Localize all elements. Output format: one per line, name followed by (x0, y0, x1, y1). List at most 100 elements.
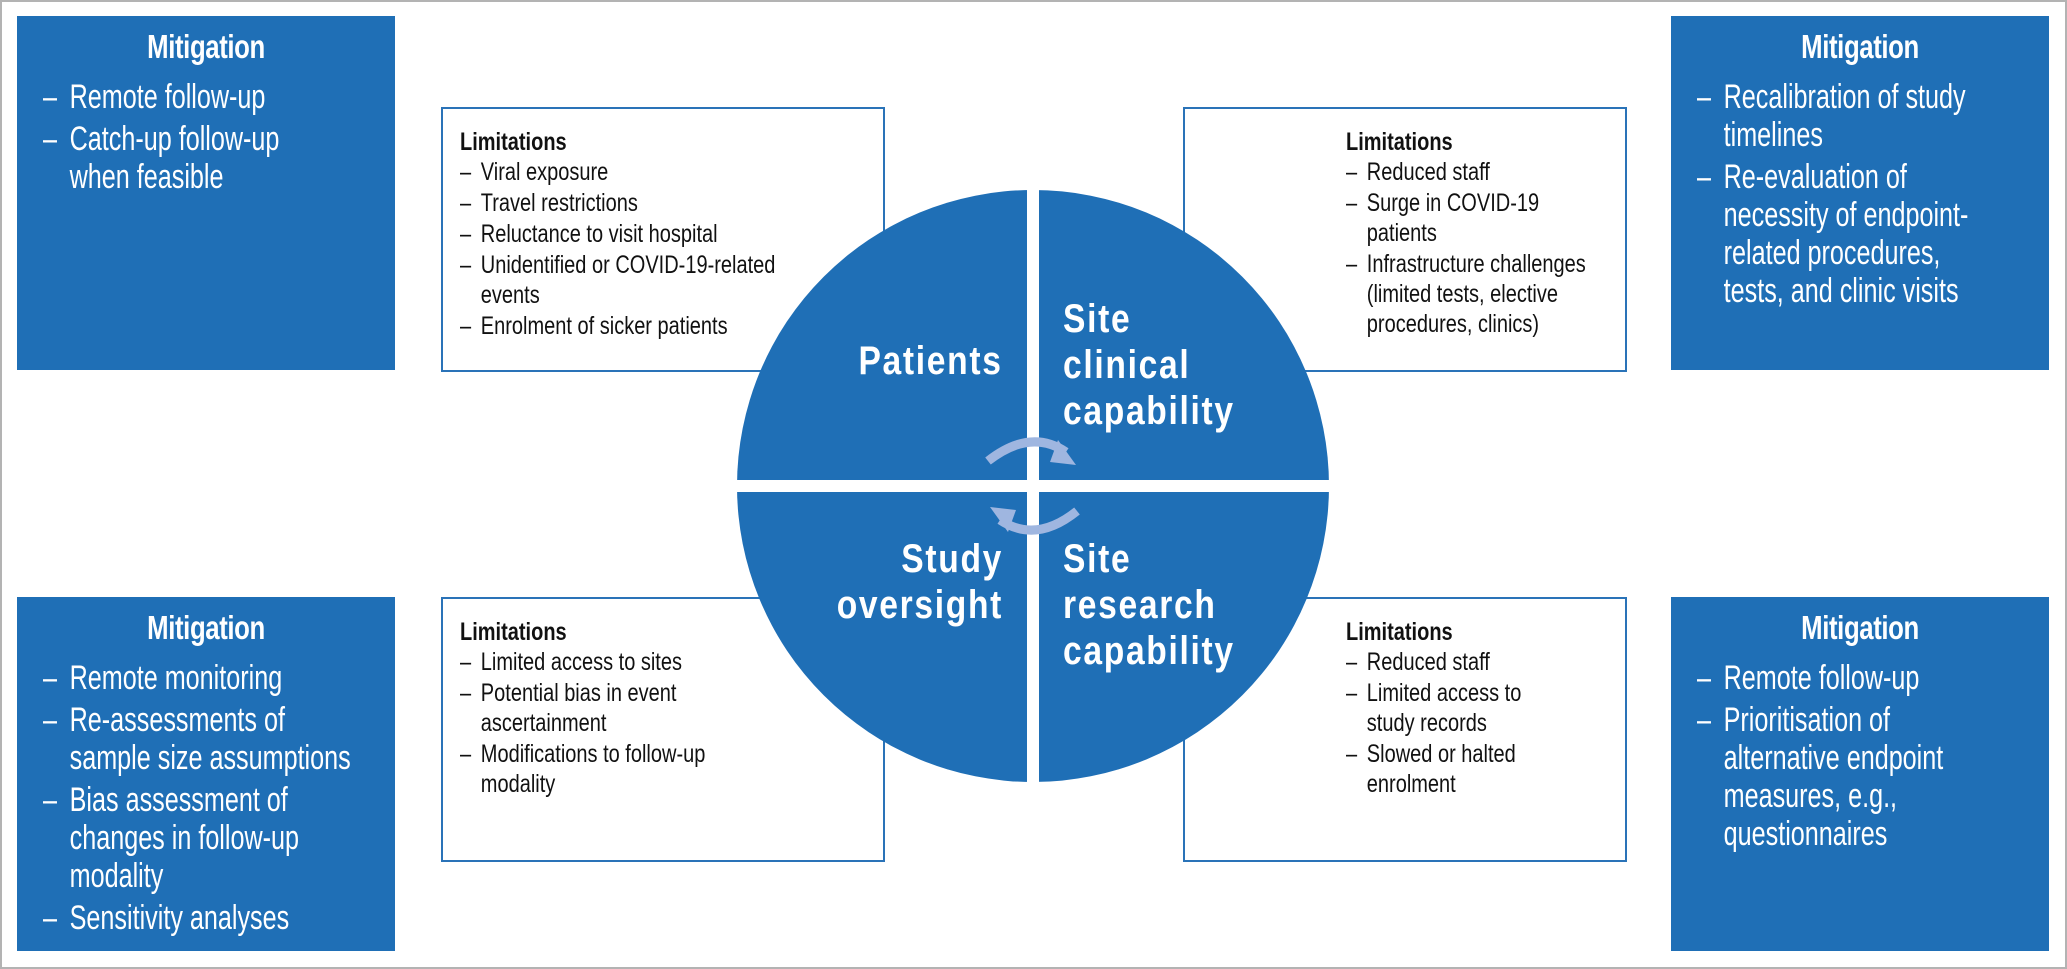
limitations-list: –Viral exposure–Travel restrictions–Relu… (460, 157, 828, 341)
limitations-title: Limitations (1346, 618, 1453, 646)
list-item-text: Remote monitoring (69, 659, 283, 697)
list-item-text: Viral exposure (480, 158, 609, 186)
bullet-dash: – (1346, 250, 1358, 278)
list-item: –Infrastructure challenges(limited tests… (1346, 249, 1714, 339)
list-item-text: Prioritisation of (1723, 701, 1891, 739)
list-item-text: Recalibration of study (1723, 78, 1966, 116)
quadrant-label-line: Study (901, 537, 1003, 581)
list-item-text: modality (480, 770, 556, 798)
list-item-text: sample size assumptions (69, 739, 351, 777)
bullet-dash: – (1346, 189, 1358, 217)
list-item-text: Limited access to sites (480, 648, 682, 676)
list-item-text: ascertainment (480, 709, 607, 737)
list-item-text: Reduced staff (1366, 158, 1490, 186)
limitations-box-site-clinical: Limitations –Reduced staff–Surge in COVI… (1183, 107, 1627, 372)
list-item-text: timelines (1723, 116, 1823, 154)
list-item: –Enrolment of sicker patients (460, 311, 828, 341)
list-item: –Reluctance to visit hospital (460, 219, 828, 249)
bullet-dash: – (460, 740, 472, 768)
list-item-text: related procedures, (1723, 234, 1941, 272)
list-item-text: Bias assessment of (69, 781, 288, 819)
bullet-dash: – (1697, 701, 1712, 739)
bullet-dash: – (1346, 648, 1358, 676)
list-item-text: Enrolment of sicker patients (480, 312, 728, 340)
quadrant-label-line: Patients (858, 339, 1003, 383)
list-item: –Reduced staff (1346, 157, 1714, 187)
list-item-text: when feasible (69, 158, 224, 196)
quadrant-label-line: clinical (1063, 343, 1191, 387)
limitations-box-study-oversight: Limitations –Limited access to sites–Pot… (441, 597, 885, 862)
cycle-arrow-bottom-icon (990, 507, 1080, 535)
limitations-title: Limitations (460, 128, 567, 156)
bullet-dash: – (43, 899, 58, 937)
list-item: –Remote monitoring (43, 659, 391, 697)
list-item-text: procedures, clinics) (1366, 310, 1540, 338)
bullet-dash: – (460, 679, 472, 707)
mitigation-title: Mitigation (147, 28, 265, 65)
limitations-content: Limitations –Reduced staff–Limited acces… (1346, 617, 1714, 800)
cycle-arrow-top-icon (985, 437, 1076, 465)
list-item-text: Potential bias in event (480, 679, 677, 707)
mitigation-box-site-research: Mitigation –Remote follow-up–Prioritisat… (1671, 597, 2049, 951)
quadrant-label-line: oversight (836, 583, 1003, 627)
limitations-content: Limitations –Limited access to sites–Pot… (460, 617, 828, 800)
list-item-text: enrolment (1366, 770, 1456, 798)
list-item-text: study records (1366, 709, 1487, 737)
bullet-dash: – (460, 158, 472, 186)
limitations-list: –Limited access to sites–Potential bias … (460, 647, 828, 799)
limitations-content: Limitations –Reduced staff–Surge in COVI… (1346, 127, 1714, 340)
limitations-content: Limitations –Viral exposure–Travel restr… (460, 127, 828, 342)
list-item-text: modality (69, 857, 164, 895)
list-item-text: Unidentified or COVID-19-related (480, 251, 776, 279)
limitations-title: Limitations (460, 618, 567, 646)
bullet-dash: – (43, 659, 58, 697)
list-item: –Viral exposure (460, 157, 828, 187)
list-item-text: Infrastructure challenges (1366, 250, 1586, 278)
bullet-dash: – (1697, 659, 1712, 697)
list-item-text: necessity of endpoint- (1723, 196, 1969, 234)
limitations-title: Limitations (1346, 128, 1453, 156)
bullet-dash: – (1346, 158, 1358, 186)
list-item-text: Reluctance to visit hospital (480, 220, 718, 248)
list-item-text: Modifications to follow-up (480, 740, 706, 768)
quadrant-label-line: capability (1063, 629, 1235, 673)
list-item-text: tests, and clinic visits (1723, 272, 1959, 310)
list-item: –Reduced staff (1346, 647, 1714, 677)
list-item-text: measures, e.g., (1723, 777, 1898, 815)
mitigation-title: Mitigation (1801, 609, 1919, 646)
list-item-text: Re-evaluation of (1723, 158, 1907, 196)
quadrant-label-line: research (1063, 583, 1217, 627)
bullet-dash: – (460, 220, 472, 248)
list-item-text: Slowed or halted (1366, 740, 1516, 768)
bullet-dash: – (460, 312, 472, 340)
mitigation-title: Mitigation (1801, 28, 1919, 65)
list-item-text: questionnaires (1723, 815, 1888, 853)
bullet-dash: – (43, 701, 58, 739)
list-item-text: events (480, 281, 540, 309)
bullet-dash: – (460, 251, 472, 279)
list-item: –Travel restrictions (460, 188, 828, 218)
list-item-text: Remote follow-up (1723, 659, 1920, 697)
quadrant-patients (737, 190, 1027, 480)
list-item: –Sensitivity analyses (43, 899, 391, 937)
list-item-text: Sensitivity analyses (69, 899, 290, 937)
list-item-text: Re-assessments of (69, 701, 285, 739)
bullet-dash: – (1697, 78, 1712, 116)
bullet-dash: – (460, 648, 472, 676)
list-item: –Limited access to sites (460, 647, 828, 677)
